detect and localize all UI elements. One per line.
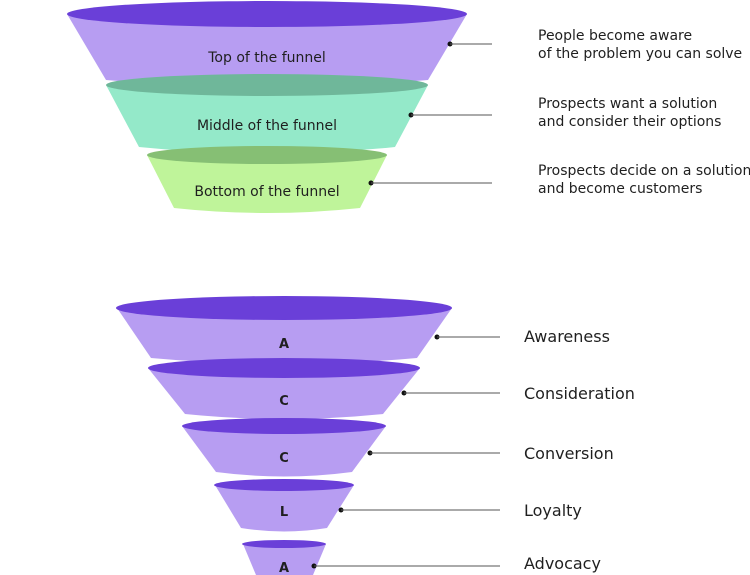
funnel-stage-bottom-rim (147, 146, 387, 164)
accla-stage-loyalty-rim (214, 479, 354, 491)
funnel-stage-top: Top of the funnel People become aware of… (67, 1, 742, 87)
funnel-stage-top-rim (67, 1, 467, 27)
accla-stage-awareness-name: Awareness (524, 327, 610, 346)
funnel-stage-top-body (67, 14, 467, 87)
accla-stage-awareness-rim (116, 296, 452, 320)
accla-stage-conversion-name: Conversion (524, 444, 614, 463)
accla-stage-loyalty: L Loyalty (214, 479, 582, 532)
funnel-stage-top-label: Top of the funnel (207, 50, 326, 66)
accla-stage-advocacy-letter: A (279, 561, 289, 575)
funnel-stage-top-description: People become aware of the problem you c… (538, 28, 742, 62)
accla-stage-consideration-body (148, 368, 420, 419)
accla-stage-consideration-letter: C (279, 394, 289, 409)
accla-stage-consideration-rim (148, 358, 420, 378)
accla-stage-awareness-letter: A (279, 337, 289, 352)
accla-stage-awareness-body (117, 308, 452, 364)
funnel-stage-bottom: Bottom of the funnel Prospects decide on… (147, 146, 750, 213)
funnel-stage-bottom-label: Bottom of the funnel (194, 184, 339, 200)
accla-stage-advocacy: A Advocacy (242, 540, 601, 575)
accla-stage-loyalty-body (215, 485, 354, 532)
accla-stage-conversion-letter: C (279, 451, 289, 466)
accla-stage-advocacy-rim (242, 540, 326, 548)
accla-stage-loyalty-letter: L (280, 505, 288, 520)
funnel-stage-bottom-body (147, 155, 387, 213)
funnel-stage-middle: Middle of the funnel Prospects want a so… (106, 74, 722, 154)
accla-stage-conversion: C Conversion (182, 418, 614, 477)
funnel-stage-middle-rim (106, 74, 428, 96)
accla-funnel: A Awareness C Consideration C Conversion (116, 296, 635, 575)
accla-stage-loyalty-name: Loyalty (524, 501, 582, 520)
accla-stage-consideration: C Consideration (148, 358, 635, 419)
accla-stage-conversion-body (182, 426, 386, 477)
funnel-stage-middle-body (106, 85, 428, 154)
accla-stage-advocacy-body (243, 544, 326, 575)
funnel-stage-middle-label: Middle of the funnel (197, 118, 337, 134)
accla-stage-advocacy-name: Advocacy (524, 554, 601, 573)
top-funnel: Top of the funnel People become aware of… (67, 1, 750, 213)
accla-stage-awareness: A Awareness (116, 296, 610, 364)
funnel-stage-middle-description: Prospects want a solution and consider t… (538, 96, 722, 130)
accla-stage-conversion-rim (182, 418, 386, 434)
funnel-stage-bottom-description: Prospects decide on a solution and becom… (538, 163, 750, 197)
accla-stage-consideration-name: Consideration (524, 384, 635, 403)
